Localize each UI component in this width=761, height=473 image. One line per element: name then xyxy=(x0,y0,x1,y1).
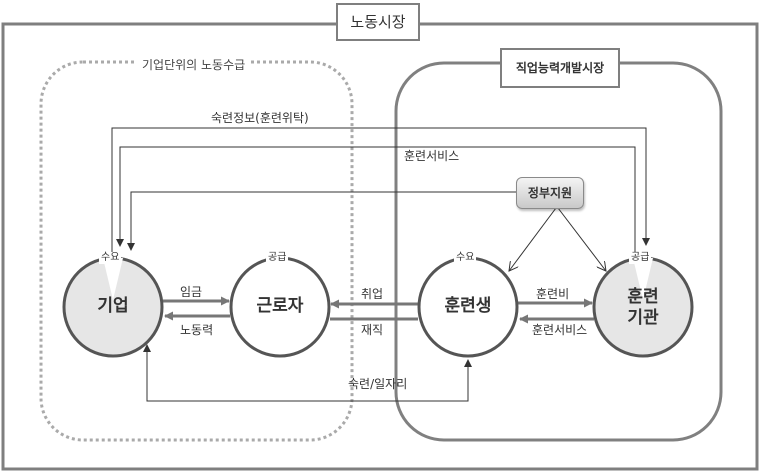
gov-to-trainee-line xyxy=(509,207,557,271)
worker-supply-tag: 공급 xyxy=(266,252,289,264)
trainee-demand-tag: 수요 xyxy=(454,252,477,264)
skill-info-flow-line xyxy=(111,127,650,258)
trainee-label: 훈련생 xyxy=(444,296,492,316)
skill-jobs-label: 숙련/일자리 xyxy=(348,377,408,391)
training-service-label: 훈련서비스 xyxy=(532,323,588,337)
labor-market-title: 노동시장 xyxy=(336,3,420,41)
vocational-market-title: 직업능력개발시장 xyxy=(500,48,620,88)
institution-label-line2: 기관 xyxy=(627,308,659,328)
worker-label: 근로자 xyxy=(256,296,304,316)
training-fee-label: 훈련비 xyxy=(536,287,570,301)
labor-market-frame xyxy=(1,22,759,471)
gov-to-institution-line xyxy=(557,207,606,271)
employment-label: 취업 xyxy=(361,287,384,301)
firm-level-region xyxy=(39,60,354,442)
gov-to-firm-line xyxy=(127,191,516,251)
vocational-market-region xyxy=(394,61,723,442)
firm-level-region-label: 기업단위의 노동수급 xyxy=(136,56,252,73)
wage-label: 임금 xyxy=(180,285,203,299)
institution-label-line1: 훈련 xyxy=(627,287,659,307)
skill-info-label: 숙련정보(훈련위탁) xyxy=(211,111,309,125)
firm-circle xyxy=(62,256,164,358)
firm-demand-tag: 수요 xyxy=(99,252,122,264)
skill-jobs-flow-line xyxy=(146,347,472,402)
government-support-box: 정부지원 xyxy=(516,177,584,209)
training-service-top-label: 훈련서비스 xyxy=(404,149,460,163)
labor-label: 노동력 xyxy=(180,323,214,337)
training-service-top-flow-line xyxy=(116,146,636,258)
incumbent-label: 재직 xyxy=(361,323,384,337)
firm-label: 기업 xyxy=(97,296,129,316)
institution-circle xyxy=(592,256,694,358)
institution-supply-tag: 공급 xyxy=(629,252,652,264)
